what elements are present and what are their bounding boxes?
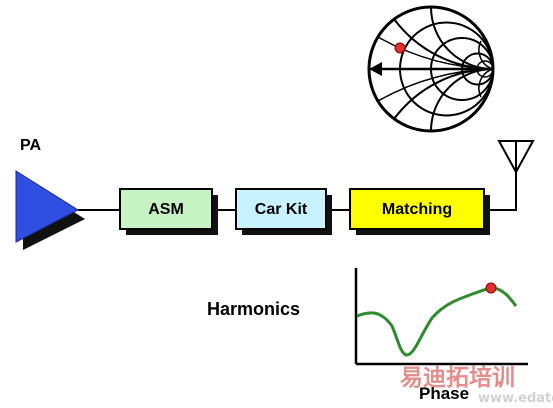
- phase-label: Phase: [419, 384, 469, 403]
- harmonics-marker: [485, 282, 497, 294]
- smith-chart-icon: [367, 5, 495, 133]
- matching-label: Matching: [382, 201, 452, 218]
- watermark-cn: 易迪拓培训: [400, 364, 515, 391]
- harmonics-label: Harmonics: [207, 299, 300, 319]
- watermark: 易迪拓培训 www.edatop.com: [400, 364, 553, 406]
- amplifier-icon: [15, 170, 85, 250]
- pa-label: PA: [20, 137, 41, 154]
- asm-label: ASM: [148, 201, 184, 218]
- antenna-icon: [497, 140, 535, 211]
- car-kit-block: Car Kit: [235, 188, 332, 235]
- harmonics-plot: [354, 268, 528, 366]
- watermark-url: www.edatop.com: [478, 391, 553, 406]
- matching-block: Matching: [349, 188, 490, 235]
- car-kit-label: Car Kit: [255, 201, 308, 218]
- harmonics-curve: [356, 286, 518, 357]
- smith-marker: [394, 42, 406, 54]
- asm-block: ASM: [119, 188, 218, 235]
